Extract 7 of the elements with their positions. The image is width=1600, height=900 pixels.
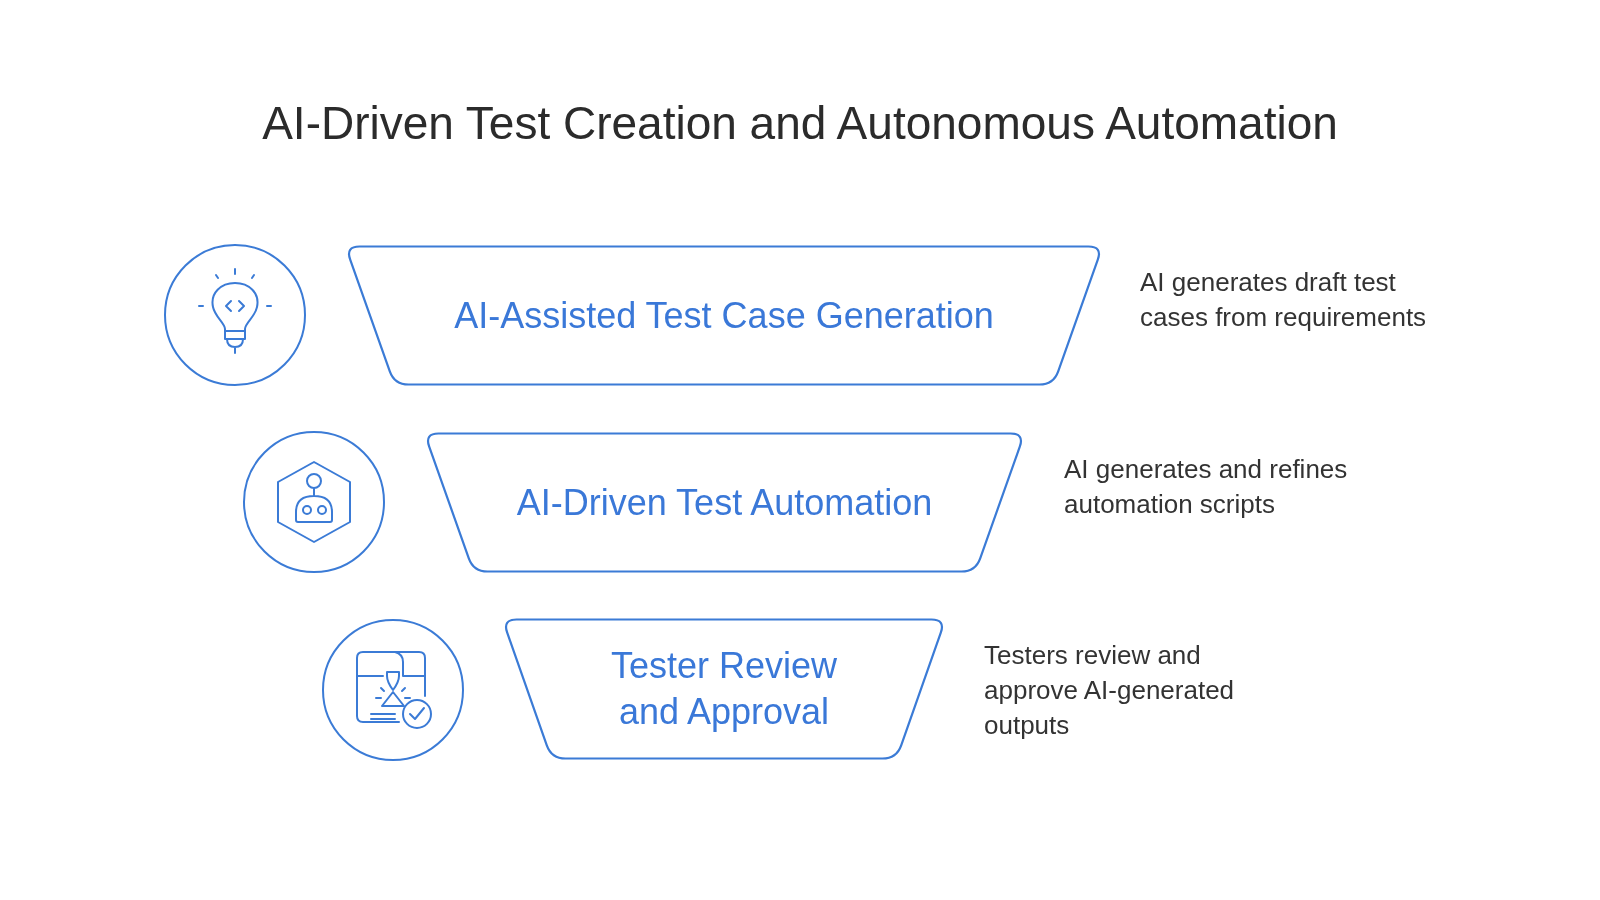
stage-description: AI generates draft test cases from requirements — [1140, 266, 1428, 334]
stage-label: AI-Assisted Test Case Generation — [453, 293, 995, 338]
diagram-title: AI-Driven Test Creation and Autonomous Automation — [262, 96, 1338, 150]
stage-description: AI generates and refines automation scripts — [1064, 453, 1349, 521]
stage-label: AI-Driven Test Automation — [515, 480, 934, 525]
stage-description: Testers review and approve AI-generated outputs — [984, 639, 1236, 742]
stage-label: Tester Review and Approval — [609, 644, 839, 734]
